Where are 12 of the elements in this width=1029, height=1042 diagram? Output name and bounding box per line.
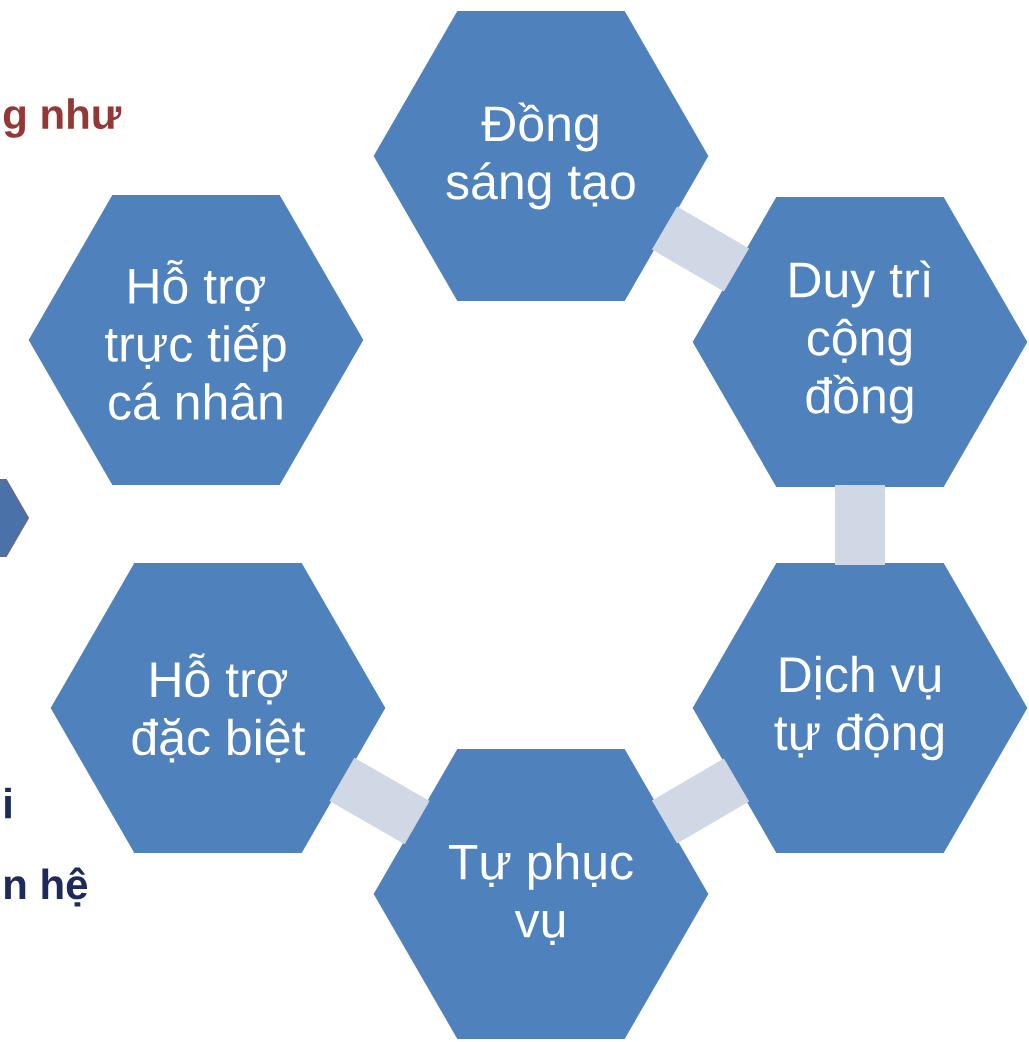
hexagon: Tự phục vụ (373, 749, 709, 1039)
connector (651, 758, 750, 844)
hexagon: Hỗ trợ trực tiếp cá nhân (28, 195, 364, 485)
slide-text: n hệ (5, 867, 88, 907)
connector (835, 485, 886, 566)
hexagon: Đồng sáng tạo (373, 11, 709, 301)
hexagon: Dịch vụ tự động (692, 563, 1028, 853)
slide-text: i (5, 787, 11, 819)
connector (651, 206, 750, 292)
slide-text: g như (3, 98, 122, 138)
hexagon: Hỗ trợ đặc biệt (50, 563, 386, 853)
hexagon: Duy trì cộng đồng (692, 197, 1028, 487)
